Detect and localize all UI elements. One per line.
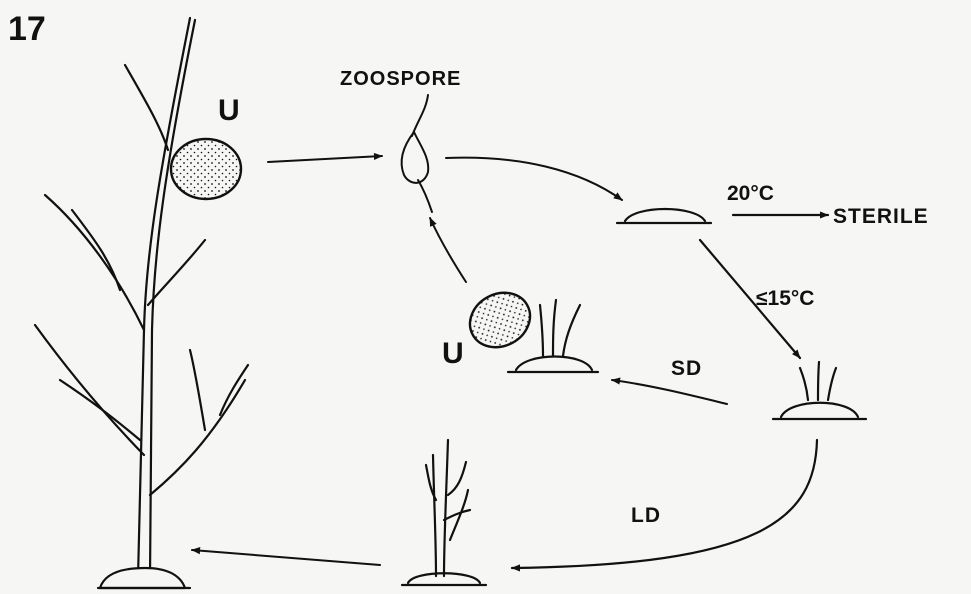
sporangium-top — [171, 139, 241, 199]
germling-disc — [617, 209, 711, 223]
mature-plant — [35, 18, 248, 588]
zoospore-cell — [402, 95, 432, 212]
arrow-to-mature — [192, 550, 380, 565]
sporangium-middle — [460, 282, 539, 357]
temp-cool-label: ≤15°C — [756, 287, 814, 310]
arrow-sd — [612, 380, 727, 404]
temp-warm-label: 20°C — [727, 182, 774, 205]
arrow-back-to-zoospore — [430, 218, 466, 282]
ld-label: LD — [631, 504, 661, 527]
arrow-to-zoospore — [268, 156, 382, 162]
arrow-to-germling — [446, 158, 622, 200]
zoospore-label: ZOOSPORE — [340, 68, 461, 90]
sd-label: SD — [671, 357, 702, 380]
sporeling-right — [773, 362, 866, 419]
arrow-ld — [512, 440, 817, 568]
u-label-middle: U — [442, 337, 464, 370]
figure-number: 17 — [8, 10, 46, 48]
u-label-top: U — [218, 94, 240, 127]
sterile-label: STERILE — [833, 205, 929, 228]
young-plant — [402, 440, 486, 585]
